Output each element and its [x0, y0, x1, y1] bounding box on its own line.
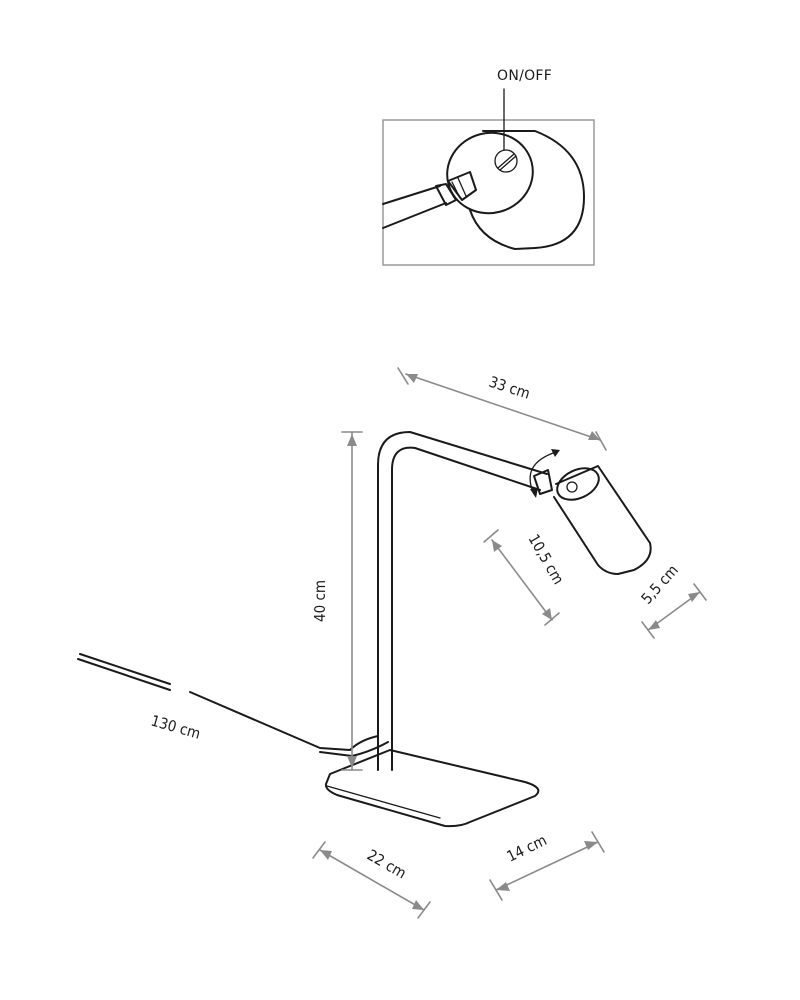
dim-height-label: 40 cm [311, 580, 329, 622]
dim-height: 40 cm [311, 431, 363, 771]
lamp-head [553, 465, 652, 575]
dim-head-length: 10,5 cm [483, 529, 568, 626]
on-off-label: ON/OFF [497, 68, 552, 84]
dim-arm-width-label: 33 cm [487, 373, 533, 403]
switch-detail-inset: ON/OFF [382, 68, 595, 266]
rotation-arrow-icon [529, 449, 560, 498]
lamp-cable [189, 691, 379, 751]
inset-head-face [446, 131, 534, 215]
inset-head-cylinder [469, 130, 585, 250]
lamp-stem-inner [391, 446, 541, 771]
dim-head-diameter: 5,5 cm [638, 561, 707, 639]
dim-head-length-label: 10,5 cm [525, 531, 568, 588]
lamp-head-face [556, 467, 600, 501]
dim-cable-label: 130 cm [149, 712, 203, 743]
dim-head-diameter-label: 5,5 cm [638, 561, 682, 607]
lamp-base-edge [326, 785, 441, 819]
inset-arm-joint [382, 171, 477, 229]
lamp-cable-end-lower [77, 658, 171, 691]
lamp-base [324, 749, 540, 828]
lamp-stem [377, 431, 548, 771]
lamp-head-switch [566, 481, 578, 493]
lamp-cable-end [79, 653, 171, 685]
inset-frame [382, 119, 595, 266]
dim-base-length: 22 cm [312, 841, 431, 919]
switch-knob-icon [494, 149, 518, 173]
dim-base-width: 14 cm [489, 831, 605, 901]
lamp-main-view [77, 431, 652, 828]
dim-base-length-label: 22 cm [364, 846, 409, 883]
dim-base-width-label: 14 cm [504, 831, 550, 866]
